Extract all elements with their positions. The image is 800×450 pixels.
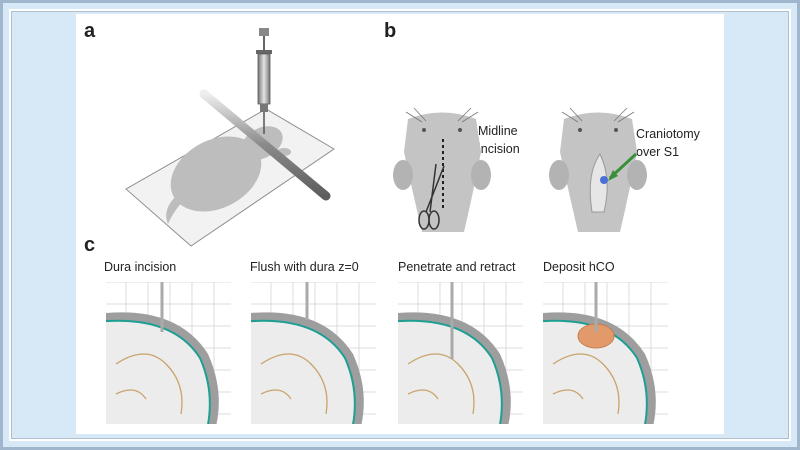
step-label-deposit: Deposit hCO bbox=[543, 260, 615, 274]
step-diagram-1 bbox=[106, 282, 231, 424]
step-label-dura-incision: Dura incision bbox=[104, 260, 177, 274]
figure-graphics bbox=[106, 28, 668, 424]
scissors-icon bbox=[418, 163, 445, 230]
exposed-skull bbox=[589, 153, 608, 213]
ear-bar-rod bbox=[199, 89, 331, 201]
step-label-penetrate: Penetrate and retract bbox=[398, 260, 516, 274]
midline-label-1: Midline bbox=[478, 124, 518, 138]
step-diagram-3 bbox=[398, 282, 523, 424]
step-label-flush: Flush with dura z=0 bbox=[250, 260, 359, 274]
craniotomy-site bbox=[600, 176, 608, 184]
figure-panel: a b c Midline incision Craniotomy over S… bbox=[76, 14, 724, 434]
syringe bbox=[256, 28, 272, 134]
step-diagram-2 bbox=[251, 282, 376, 424]
mouse-head-incision bbox=[393, 107, 491, 232]
craniotomy-label-1: Craniotomy bbox=[636, 127, 700, 141]
panel-letter-a: a bbox=[84, 20, 96, 42]
panel-letter-c: c bbox=[84, 234, 96, 256]
midline-label-2: incision bbox=[478, 142, 520, 156]
craniotomy-label-2: over S1 bbox=[636, 145, 680, 159]
step-diagram-4 bbox=[543, 282, 668, 424]
arrow-head-icon bbox=[608, 170, 618, 181]
stereotaxic-illustration bbox=[125, 28, 335, 247]
frame-border bbox=[9, 9, 791, 441]
mouse-head-craniotomy bbox=[549, 107, 647, 232]
panel-letter-b: b bbox=[384, 20, 397, 42]
